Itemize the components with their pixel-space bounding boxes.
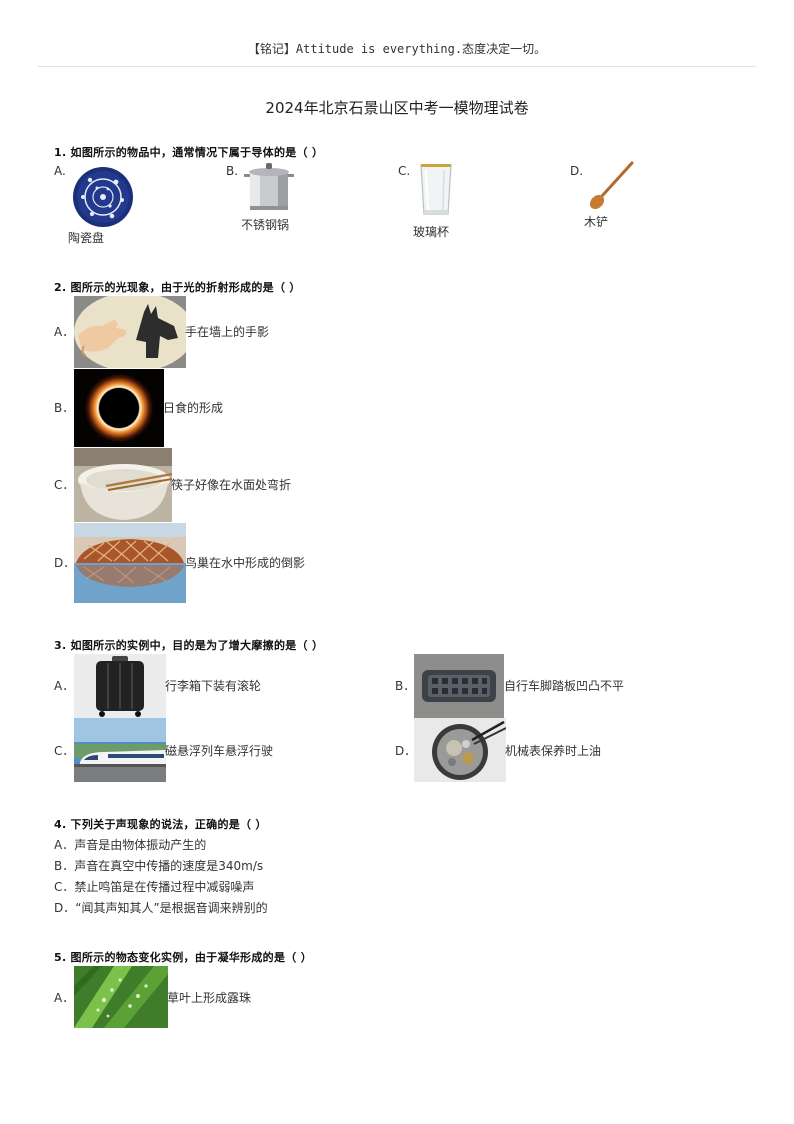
q5-option-a-letter: A． <box>54 991 75 1005</box>
birds-nest-reflection-image <box>74 523 186 603</box>
q3-option-d-caption: 机械表保养时上油 <box>505 744 602 758</box>
chopsticks-in-water-image <box>74 448 172 522</box>
q1-option-c-letter: C. <box>398 164 411 178</box>
q1-option-b-letter: B. <box>226 164 239 178</box>
dew-on-grass-image <box>74 966 168 1028</box>
q2-option-d-caption: 鸟巢在水中形成的倒影 <box>185 556 306 570</box>
q1-option-a-letter: A. <box>54 164 66 178</box>
q3-option-a-letter: A． <box>54 679 75 693</box>
q2-option-b-caption: 日食的形成 <box>163 401 224 415</box>
q2-option-b-letter: B． <box>54 401 75 415</box>
q2-option-d-letter: D． <box>54 556 76 570</box>
wooden-spatula-image <box>586 160 636 212</box>
ceramic-plate-image <box>72 166 134 228</box>
page-title: 2024年北京石景山区中考一模物理试卷 <box>265 99 529 117</box>
hand-shadow-image <box>74 296 186 368</box>
q1-option-d-caption: 木铲 <box>584 215 609 229</box>
stainless-pot-image <box>240 160 298 216</box>
q3-option-c-caption: 磁悬浮列车悬浮行驶 <box>165 744 274 758</box>
q2-option-a-letter: A． <box>54 325 75 339</box>
question-4-stem: 4. 下列关于声现象的说法，正确的是（ ） <box>54 818 267 831</box>
question-5-stem: 5. 图所示的物态变化实例，由于凝华形成的是（ ） <box>54 951 312 964</box>
q3-option-d-letter: D． <box>395 744 417 758</box>
q4-option-a: A．声音是由物体振动产生的 <box>54 838 207 852</box>
question-3-stem: 3. 如图所示的实例中，目的是为了增大摩擦的是（ ） <box>54 639 324 652</box>
q2-option-a-caption: 手在墙上的手影 <box>185 325 270 339</box>
maglev-train-image <box>74 718 166 782</box>
q2-option-c-letter: C． <box>54 478 75 492</box>
q1-option-d-letter: D. <box>570 164 584 178</box>
mechanical-watch-image <box>414 718 506 782</box>
glass-cup-image <box>418 162 454 218</box>
solar-eclipse-image <box>74 369 164 447</box>
q4-option-b: B．声音在真空中传播的速度是340m/s <box>54 859 264 873</box>
q1-option-a-caption: 陶瓷盘 <box>68 231 105 245</box>
bicycle-pedal-image <box>414 654 504 718</box>
q2-option-c-caption: 筷子好像在水面处弯折 <box>171 478 292 492</box>
q4-option-d: D．“闻其声知其人”是根据音调来辨别的 <box>54 901 268 915</box>
q1-option-b-caption: 不锈钢锅 <box>241 218 290 232</box>
q3-option-a-caption: 行李箱下装有滚轮 <box>165 679 262 693</box>
q3-option-c-letter: C． <box>54 744 75 758</box>
q3-option-b-caption: 自行车脚踏板凹凸不平 <box>504 679 625 693</box>
q3-option-b-letter: B． <box>395 679 416 693</box>
luggage-image <box>74 654 166 718</box>
header-divider <box>38 66 756 67</box>
q1-option-c-caption: 玻璃杯 <box>413 225 450 239</box>
question-2-stem: 2. 图所示的光现象，由于光的折射形成的是（ ） <box>54 281 301 294</box>
q4-option-c: C．禁止鸣笛是在传播过程中减弱噪声 <box>54 880 255 894</box>
header-motto: 【铭记】Attitude is everything.态度决定一切。 <box>247 42 547 56</box>
q5-option-a-caption: 草叶上形成露珠 <box>167 991 252 1005</box>
question-1-stem: 1. 如图所示的物品中，通常情况下属于导体的是（ ） <box>54 146 324 159</box>
